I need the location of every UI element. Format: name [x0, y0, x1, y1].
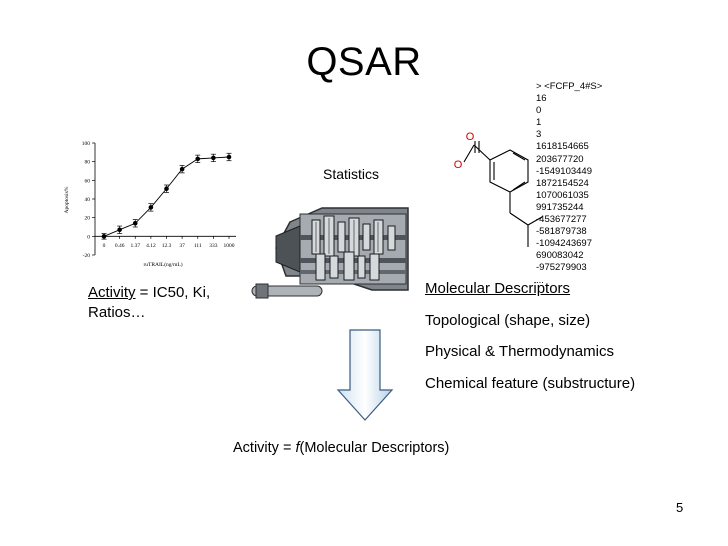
gear-teeth: [315, 218, 379, 254]
y-axis-label: Apoptosis%: [64, 186, 70, 213]
fingerprint-line: 1: [536, 117, 542, 129]
fingerprint-line: 991735244: [536, 201, 584, 213]
activity-ratios: Ratios…: [88, 304, 146, 321]
descriptors-list: Molecular Descriptors Topological (shape…: [425, 280, 635, 406]
activity-measures: = IC50, Ki,: [135, 284, 211, 301]
fingerprint-line: -1549103449: [536, 165, 592, 177]
oxygen-atom-label: O: [466, 131, 475, 143]
data-point: [211, 155, 216, 161]
descriptor-item: Physical & Thermodynamics: [425, 343, 614, 360]
x-tick-label: 333: [209, 243, 218, 249]
formula-prefix: Activity =: [233, 440, 296, 456]
activity-definition: Activity = IC50, Ki, Ratios…: [88, 283, 210, 323]
fingerprint-line: 16: [536, 93, 547, 105]
y-tick-label: 80: [85, 160, 91, 166]
x-tick-label: 1000: [224, 243, 235, 249]
data-point: [179, 166, 185, 172]
data-point: [101, 234, 107, 239]
x-tick-label: 37: [179, 243, 185, 249]
fingerprint-line: 1618154665: [536, 141, 589, 153]
fingerprint-line: -453677277: [536, 214, 587, 226]
slide-title: QSAR: [306, 40, 422, 84]
activity-term: Activity: [88, 284, 136, 301]
x-tick-label: 12.3: [162, 243, 172, 249]
data-point: [132, 220, 138, 226]
chart-marks: [101, 152, 232, 240]
fingerprint-line: > <FCFP_4#S>: [536, 81, 603, 92]
formula-function: f: [295, 440, 300, 456]
fingerprint-line: -1094243697: [536, 238, 592, 250]
data-point: [148, 205, 154, 210]
data-point: [195, 156, 201, 162]
x-tick-label: 4.12: [146, 243, 156, 249]
y-tick-label: 20: [85, 216, 91, 222]
molecule-bonds: [463, 141, 543, 247]
x-tick-label: 1.37: [130, 243, 140, 249]
gearbox-output-shaft: [251, 283, 323, 299]
y-tick-label: 40: [85, 197, 91, 203]
y-tick-label: -20: [83, 253, 91, 259]
slide-number: 5: [676, 500, 684, 515]
fingerprint-line: 1070061035: [536, 189, 589, 201]
qsar-formula: Activity = f(Molecular Descriptors): [233, 440, 449, 456]
descriptor-item: Topological (shape, size): [425, 311, 591, 329]
descriptors-heading: Molecular Descriptors: [425, 280, 571, 297]
x-tick-label: 0.46: [115, 243, 125, 249]
y-tick-label: 0: [87, 234, 90, 240]
x-tick-label: 111: [194, 243, 202, 249]
fingerprint-line: -975279903: [536, 262, 587, 274]
y-tick-label: 60: [85, 178, 91, 184]
x-axis-label: ruTRAIL(ng/mL): [143, 261, 182, 268]
data-point: [117, 227, 122, 233]
statistics-label: Statistics: [323, 166, 380, 182]
fingerprint-line: 1872154524: [536, 177, 589, 189]
descriptor-item: Chemical feature (substructure): [425, 374, 636, 392]
fingerprint-line: 0: [536, 105, 542, 117]
fingerprint-line: 3: [536, 129, 542, 141]
formula-suffix: (Molecular Descriptors): [299, 440, 450, 456]
y-tick-label: 100: [82, 141, 91, 147]
fingerprint-line: 203677720: [536, 153, 584, 165]
data-point: [164, 186, 169, 192]
x-tick-label: 0: [103, 243, 106, 249]
data-point: [226, 154, 232, 160]
fingerprint-line: 690083042: [536, 250, 584, 262]
oxygen-atom-label: O: [454, 159, 463, 171]
fingerprint-line: -581879738: [536, 226, 587, 238]
fingerprint-line: ...: [536, 274, 544, 286]
